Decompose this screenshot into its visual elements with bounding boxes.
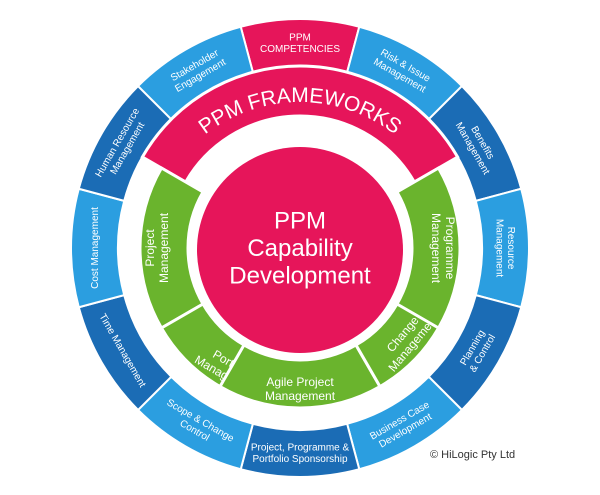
- frameworks-band: [140, 64, 460, 185]
- center-circle: [197, 147, 403, 353]
- green-label-project-management: ProjectManagement: [143, 212, 171, 283]
- copyright-text: © HiLogic Pty Ltd: [430, 449, 516, 461]
- green-segment-programme-management: [394, 165, 462, 331]
- green-label-programme-management: ProgrammeManagement: [429, 213, 457, 284]
- green-segment-project-management: [138, 165, 206, 331]
- green-segment-agile-project-management: [217, 342, 383, 410]
- frameworks-ring: [140, 64, 460, 185]
- outer-label-resource-management: ResourceManagement: [494, 219, 517, 278]
- outer-label-sponsorship: Project, Programme &Portfolio Sponsorshi…: [251, 442, 350, 465]
- outer-label-cost-management: Cost Management: [90, 207, 101, 289]
